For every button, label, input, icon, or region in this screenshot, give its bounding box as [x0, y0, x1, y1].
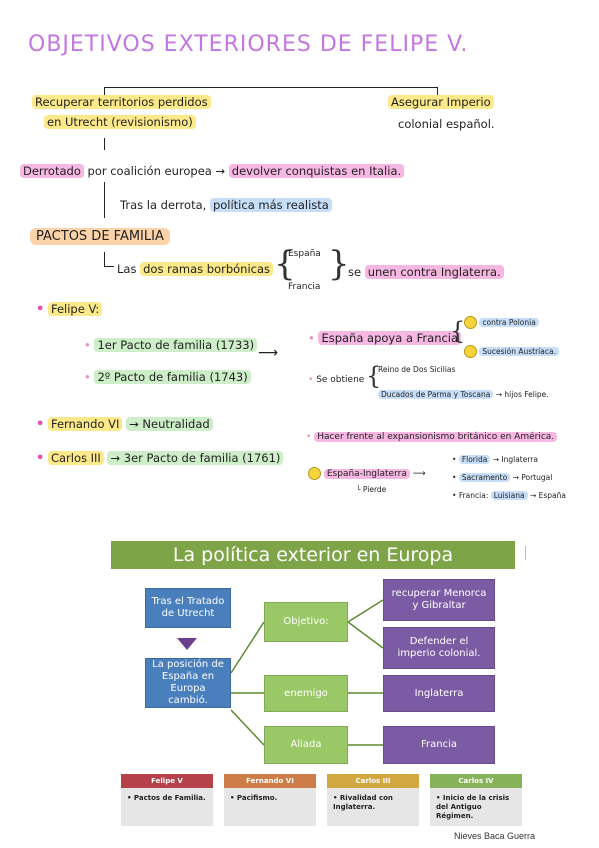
brace-right: }	[328, 244, 350, 284]
spain-supports: • España apoya a Francia	[308, 331, 462, 345]
florida-line: • Florida → Inglaterra	[452, 455, 538, 464]
diagram-banner: La política exterior en Europa	[111, 541, 515, 569]
king-card-fernando-vi: Fernando VI • Pacifismo.	[224, 774, 316, 826]
ducados: Ducados de Parma y Toscana → hijos Felip…	[378, 390, 549, 399]
after-defeat-line: Tras la derrota, política más realista	[120, 198, 332, 212]
box-recuperar: recuperar Menorca y Gibraltar	[383, 579, 495, 621]
francia-line: • Francia: Luisiana → España	[452, 491, 566, 500]
king-card-item: • Rivalidad con Inglaterra.	[327, 788, 419, 826]
connector-line-2	[104, 182, 105, 218]
brace-supports: {	[450, 317, 466, 345]
left-goal-line2: en Utrecht (revisionismo)	[44, 115, 196, 129]
carlos-iii-line: • Carlos III → 3er Pacto de familia (176…	[36, 451, 284, 466]
goals-bracket-top	[104, 87, 438, 88]
king-card-felipe-v: Felipe V • Pactos de Familia.	[121, 774, 213, 826]
box-defender: Defender el imperio colonial.	[383, 627, 495, 669]
espana-inglaterra: España-Inglaterra ⟶	[308, 467, 426, 480]
goals-bracket-right	[437, 87, 438, 99]
arrow-pactos: ⟶	[258, 345, 279, 361]
contra-polonia: contra Polonia	[464, 316, 539, 329]
king-card-item: • Pactos de Familia.	[121, 788, 213, 826]
fernando-vi-line: • Fernando VI → Neutralidad	[36, 417, 213, 432]
king-card-header: Carlos III	[327, 774, 419, 788]
branches-line: Las dos ramas borbónicas	[117, 262, 274, 276]
box-objetivo: Objetivo:	[264, 602, 348, 642]
king-card-carlos-iii: Carlos III • Rivalidad con Inglaterra.	[327, 774, 419, 826]
author-credit: Nieves Baca Guerra	[454, 831, 536, 841]
connector-line-3	[104, 252, 105, 266]
reino-sicilias: Reino de Dos Sicilias	[378, 365, 456, 374]
box-aliada: Aliada	[264, 726, 348, 764]
hacer-frente: • Hacer frente al expansionismo británic…	[306, 432, 558, 442]
connector-line-1	[104, 138, 105, 150]
king-card-carlos-iv: Carlos IV • Inicio de la crisis del Anti…	[430, 774, 522, 826]
felipe-v-label: • Felipe V:	[36, 302, 103, 317]
left-goal-line1: Recuperar territorios perdidos	[32, 95, 211, 109]
unite-line: se unen contra Inglaterra.	[348, 265, 504, 279]
defeat-line: Derrotado por coalición europea → devolv…	[20, 164, 405, 178]
se-obtiene: • Se obtiene	[308, 375, 365, 385]
right-goal-line2: colonial español.	[398, 117, 495, 131]
brace-espana: España	[288, 249, 321, 259]
king-card-header: Carlos IV	[430, 774, 522, 788]
king-card-item: • Pacifismo.	[224, 788, 316, 826]
box-inglaterra: Inglaterra	[383, 675, 495, 712]
notes-title: OBJETIVOS EXTERIORES DE FELIPE V.	[28, 32, 469, 57]
sacramento-line: • Sacramento → Portugal	[452, 473, 553, 482]
king-card-header: Fernando VI	[224, 774, 316, 788]
brace-obtiene: {	[366, 362, 382, 390]
box-posicion: La posición de España en Europa cambió.	[145, 658, 231, 708]
king-card-header: Felipe V	[121, 774, 213, 788]
connector-line-3b	[104, 266, 114, 267]
pacto-2: • 2º Pacto de familia (1743)	[84, 370, 251, 384]
brace-francia: Francia	[288, 282, 321, 292]
pacto-1: • 1er Pacto de familia (1733)	[84, 338, 258, 352]
king-card-item: • Inicio de la crisis del Antiguo Régime…	[430, 788, 522, 826]
goals-bracket-left	[104, 87, 105, 99]
box-enemigo: enemigo	[264, 675, 348, 712]
banner-mark	[525, 546, 526, 560]
pierde: └ Pierde	[356, 485, 387, 494]
pactos-heading: PACTOS DE FAMILIA	[30, 228, 170, 245]
right-goal-line1: Asegurar Imperio	[388, 95, 494, 109]
box-francia: Francia	[383, 726, 495, 764]
brace-left: {	[274, 244, 296, 284]
box-tras-tratado: Tras el Tratado de Utrecht	[145, 588, 231, 628]
sucesion-austriaca: Sucesión Austríaca.	[464, 345, 559, 358]
